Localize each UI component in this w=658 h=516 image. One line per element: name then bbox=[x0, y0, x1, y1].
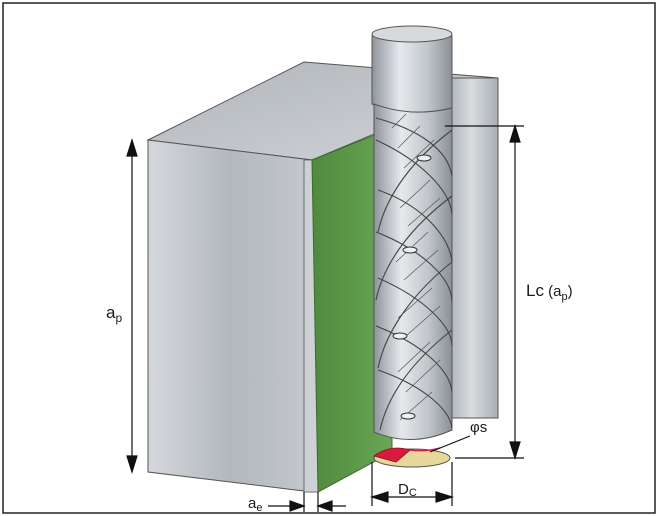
ae-arrow-right bbox=[316, 500, 333, 512]
dc-arrow-right bbox=[435, 491, 455, 503]
ap-arrow-bottom bbox=[126, 455, 138, 475]
lc-arrow-bottom bbox=[509, 441, 521, 461]
workpiece-front-face bbox=[147, 139, 313, 493]
tool-shank-top bbox=[371, 25, 453, 43]
phi-label: φs bbox=[470, 419, 487, 436]
workpiece bbox=[146, 61, 499, 493]
coolant-hole bbox=[392, 332, 408, 340]
dc-label: DC bbox=[398, 481, 417, 499]
coolant-hole bbox=[400, 412, 416, 420]
coolant-holes bbox=[392, 154, 432, 420]
lc-arrow-top bbox=[509, 123, 521, 143]
ap-arrow-top bbox=[126, 137, 138, 157]
ae-label: ae bbox=[248, 495, 262, 514]
lc-label: Lc (ap) bbox=[526, 281, 573, 303]
coolant-hole bbox=[416, 154, 432, 162]
flute-helix-lines bbox=[375, 117, 453, 431]
ap-label: ap bbox=[106, 303, 122, 325]
end-mill bbox=[371, 25, 453, 468]
dc-arrow-left bbox=[369, 491, 389, 503]
ae-arrow-left bbox=[289, 500, 306, 512]
coolant-hole bbox=[402, 246, 418, 254]
dimension-lines bbox=[126, 123, 524, 512]
phi-leader bbox=[429, 435, 471, 453]
